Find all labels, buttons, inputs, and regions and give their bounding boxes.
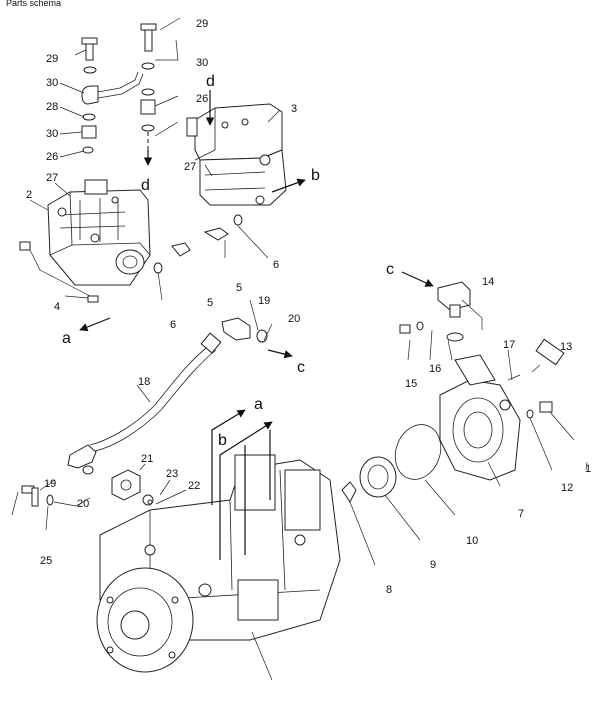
callout-23: 23 bbox=[166, 468, 178, 480]
page-caption: Parts schema bbox=[6, 0, 61, 8]
callout-22: 22 bbox=[188, 480, 200, 492]
callout-20: 20 bbox=[77, 498, 89, 510]
flow-label-b: b bbox=[311, 167, 320, 184]
callout-26: 26 bbox=[46, 151, 58, 163]
callout-10: 10 bbox=[466, 535, 478, 547]
flow-label-a: a bbox=[62, 330, 71, 347]
callout-2: 2 bbox=[26, 189, 32, 201]
callout-14: 14 bbox=[482, 276, 494, 288]
callout-8: 8 bbox=[386, 584, 392, 596]
tee-fitting bbox=[437, 281, 471, 318]
flow-label-c: c bbox=[386, 261, 394, 278]
callout-6: 6 bbox=[273, 259, 279, 271]
callout-9: 9 bbox=[430, 559, 436, 571]
callout-7: 7 bbox=[518, 508, 524, 520]
callout-27: 27 bbox=[184, 161, 196, 173]
callout-21: 21 bbox=[141, 453, 153, 465]
flange-parts bbox=[21, 465, 154, 507]
bolts bbox=[19, 214, 553, 419]
callout-1: 1 bbox=[585, 463, 591, 475]
callout-3: 3 bbox=[291, 103, 297, 115]
callout-29: 29 bbox=[46, 53, 58, 65]
callout-4: 4 bbox=[54, 301, 60, 313]
leader-lines bbox=[11, 17, 588, 681]
flow-label-b: b bbox=[218, 432, 227, 449]
callout-12: 12 bbox=[561, 482, 573, 494]
callout-13: 13 bbox=[560, 341, 572, 353]
callout-30: 30 bbox=[196, 57, 208, 69]
callout-30: 30 bbox=[46, 77, 58, 89]
callout-6: 6 bbox=[170, 319, 176, 331]
pilot-fittings bbox=[81, 23, 157, 166]
relief-valve bbox=[507, 338, 565, 381]
callout-19: 19 bbox=[44, 478, 56, 490]
adapter-bracket bbox=[439, 354, 521, 481]
callout-26: 26 bbox=[196, 93, 208, 105]
callout-25: 25 bbox=[40, 555, 52, 567]
hydraulic-tube bbox=[67, 332, 222, 469]
flow-arrows bbox=[79, 90, 434, 560]
callout-29: 29 bbox=[196, 18, 208, 30]
callout-28: 28 bbox=[46, 101, 58, 113]
control-valve-block bbox=[186, 103, 287, 206]
callout-18: 18 bbox=[138, 376, 150, 388]
callout-15: 15 bbox=[405, 378, 417, 390]
flow-label-d: d bbox=[206, 73, 215, 90]
callout-5: 5 bbox=[207, 297, 213, 309]
pilot-valve-assembly bbox=[47, 179, 151, 286]
callout-5: 5 bbox=[236, 282, 242, 294]
callout-19: 19 bbox=[258, 295, 270, 307]
flow-label-c: c bbox=[297, 359, 305, 376]
elbow-fitting bbox=[221, 317, 268, 343]
callout-30: 30 bbox=[46, 128, 58, 140]
seal-rings bbox=[341, 332, 464, 503]
flow-label-d: d bbox=[141, 177, 150, 194]
flow-label-a: a bbox=[254, 396, 263, 413]
flow-letters: d d b b a a c c bbox=[62, 73, 394, 449]
callout-numbers: 29 29 30 30 28 30 26 26 27 27 2 3 4 5 5 … bbox=[26, 18, 591, 596]
callout-20: 20 bbox=[288, 313, 300, 325]
callout-27: 27 bbox=[46, 172, 58, 184]
callout-17: 17 bbox=[503, 339, 515, 351]
callout-16: 16 bbox=[429, 363, 441, 375]
